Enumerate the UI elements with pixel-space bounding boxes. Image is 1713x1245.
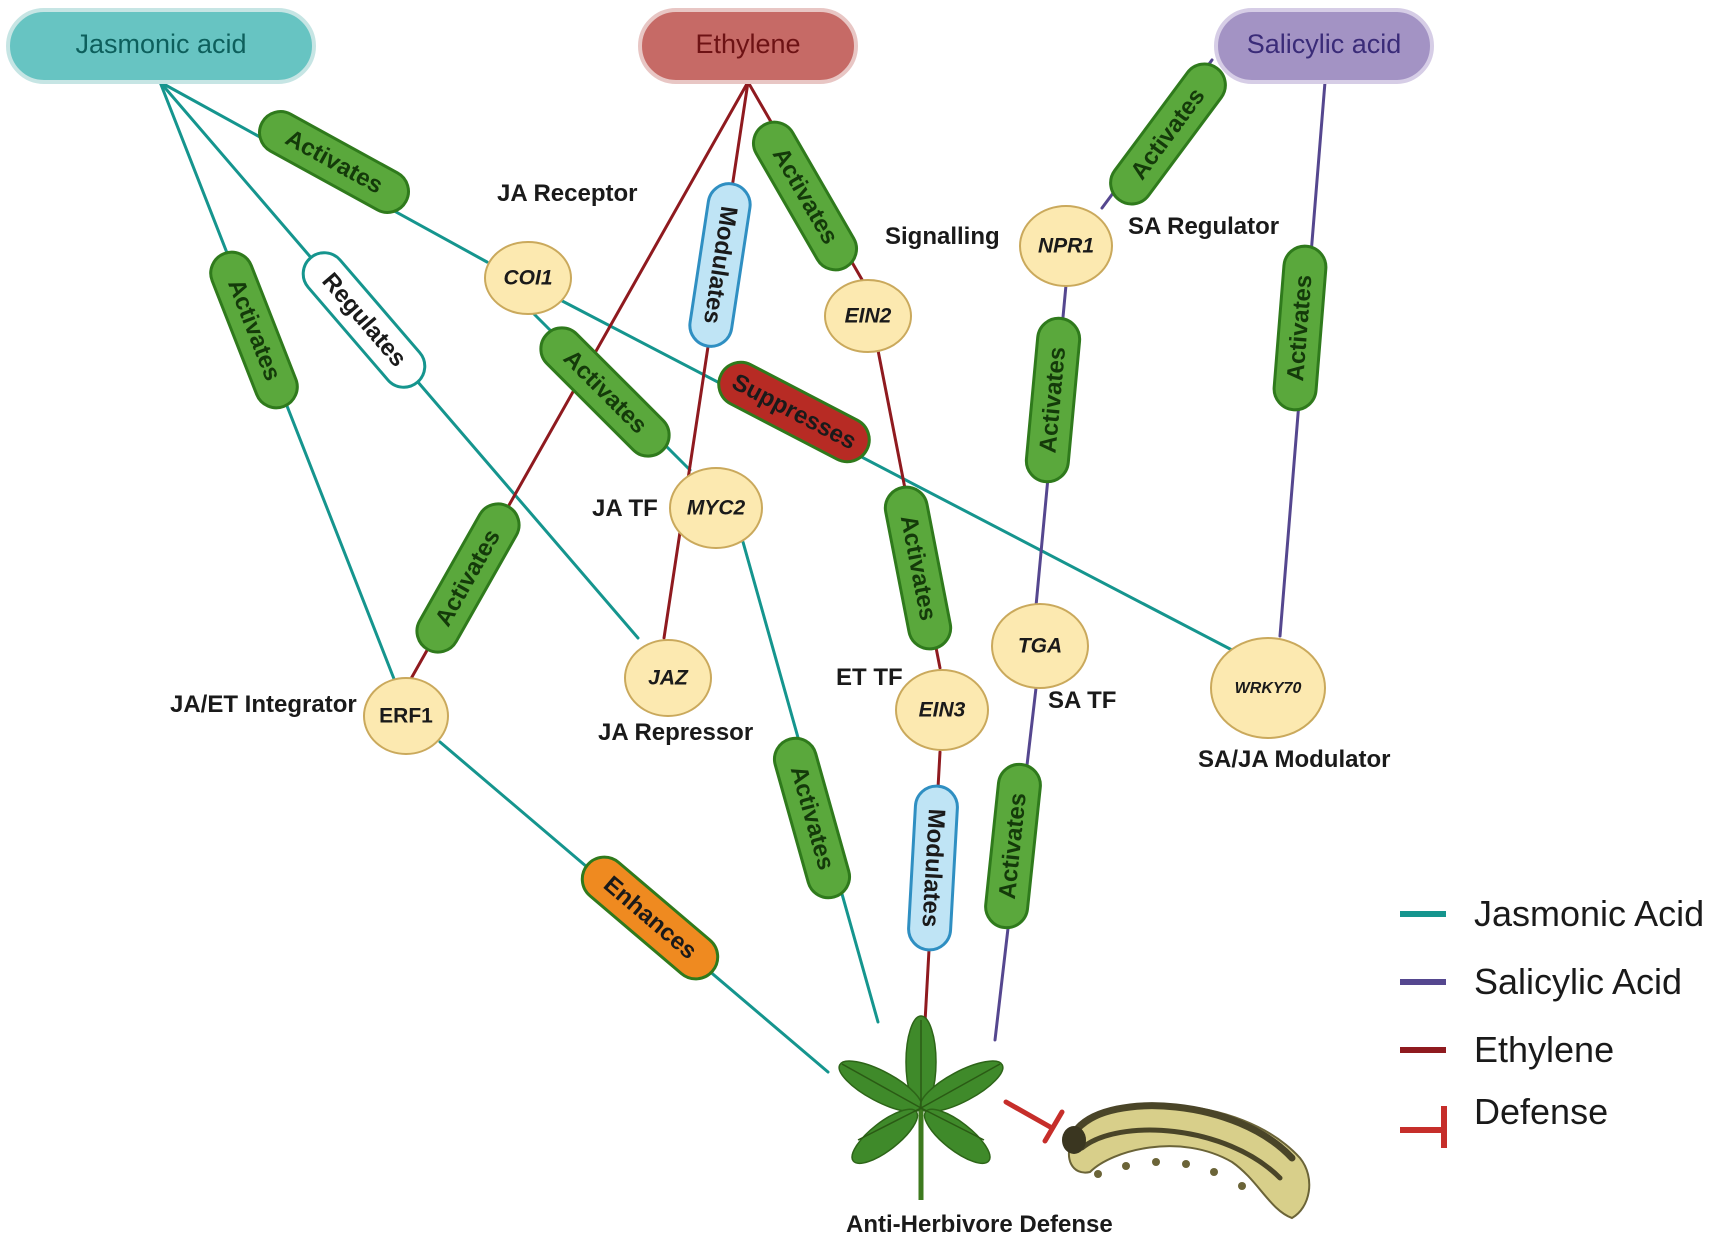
edge-et-jaz [662,80,750,640]
node-ein3: EIN3 [895,669,989,751]
node-myc2: MYC2 [669,467,763,549]
label-sa-ja-modulator: SA/JA Modulator [1198,746,1390,773]
node-ein2-label: EIN2 [845,305,892,328]
pill-activates-sa-wrky70: Activates [1272,244,1328,412]
label-sa-tf: SA TF [1048,687,1116,714]
header-jasmonic-label: Jasmonic acid [75,29,246,59]
pill-activates-myc2-plant: Activates [772,736,852,900]
pill-activates-sa-npr1: Activates [1109,62,1227,206]
label-ja-repressor: JA Repressor [598,719,753,746]
node-jaz-label: JAZ [648,667,689,690]
label-et-tf: ET TF [836,664,903,691]
node-npr1: NPR1 [1019,205,1113,287]
node-ein3-label: EIN3 [919,699,966,722]
pill-modulates-ein3-plant: Modulates [907,784,959,952]
header-ethylene: Ethylene [638,8,858,84]
legend-label: Salicylic Acid [1474,961,1682,1002]
pill-regulates-ja-jaz: Regulates [301,251,427,389]
legend: Jasmonic Acid Salicylic Acid Ethylene De… [1400,893,1704,1148]
node-npr1-label: NPR1 [1038,235,1094,258]
legend-item-ethylene: Ethylene [1400,1029,1614,1070]
node-coi1-label: COI1 [503,267,552,290]
pill-regulates-label: Regulates [316,268,411,373]
node-jaz: JAZ [624,639,712,717]
caterpillar-icon [1062,1102,1311,1220]
legend-item-defense: Defense [1400,1091,1608,1148]
label-signalling: Signalling [885,223,1000,250]
pill-modulates-et-jaz: Modulates [688,182,752,348]
label-ja-tf: JA TF [592,495,658,522]
node-wrky70-label: WRKY70 [1235,680,1302,697]
header-jasmonic-acid: Jasmonic acid [6,8,316,84]
edge-coi1-wrky70 [543,290,1234,652]
pill-activates-et-ein2: Activates [752,120,858,272]
header-salicylic-label: Salicylic acid [1247,29,1402,59]
node-tga-label: TGA [1018,635,1062,658]
legend-item-salicylic-acid: Salicylic Acid [1400,961,1682,1002]
legend-label: Jasmonic Acid [1474,893,1704,934]
legend-label: Defense [1474,1091,1608,1132]
node-wrky70: WRKY70 [1210,637,1326,739]
pill-activates-tga-plant: Activates [984,762,1042,930]
label-anti-herbivore-defense: Anti-Herbivore Defense [846,1211,1113,1238]
pill-modulates-label: Modulates [916,808,950,928]
legend-label: Ethylene [1474,1029,1614,1070]
label-ja-receptor: JA Receptor [497,180,637,207]
legend-inhibition-icon [1400,1106,1447,1148]
pill-suppresses-coi1-wrky70: Suppresses [717,360,871,464]
plant-leaf-icon [838,1015,1004,1200]
header-salicylic-acid: Salicylic acid [1214,8,1434,84]
label-ja-et-integrator: JA/ET Integrator [170,691,357,718]
pill-activates-ja-erf1: Activates [209,250,299,410]
pill-activates-npr1-tga: Activates [1024,316,1082,484]
pill-activates-ein2-ein3: Activates [883,485,953,651]
node-coi1: COI1 [484,241,572,315]
legend-item-jasmonic-acid: Jasmonic Acid [1400,893,1704,934]
header-ethylene-label: Ethylene [695,29,800,59]
pill-activates-ja-coi1: Activates [258,110,410,214]
node-ein2: EIN2 [824,279,912,353]
node-myc2-label: MYC2 [687,497,746,520]
node-erf1: ERF1 [363,677,449,755]
defense-inhibition-icon [1003,1099,1065,1144]
node-tga: TGA [991,603,1089,689]
pill-activates-et-erf1: Activates [415,502,521,654]
label-sa-regulator: SA Regulator [1128,213,1279,240]
pill-enhances-erf1-plant: Enhances [580,855,720,981]
pill-activates-coi1-myc2: Activates [539,326,671,458]
node-erf1-label: ERF1 [379,705,433,728]
